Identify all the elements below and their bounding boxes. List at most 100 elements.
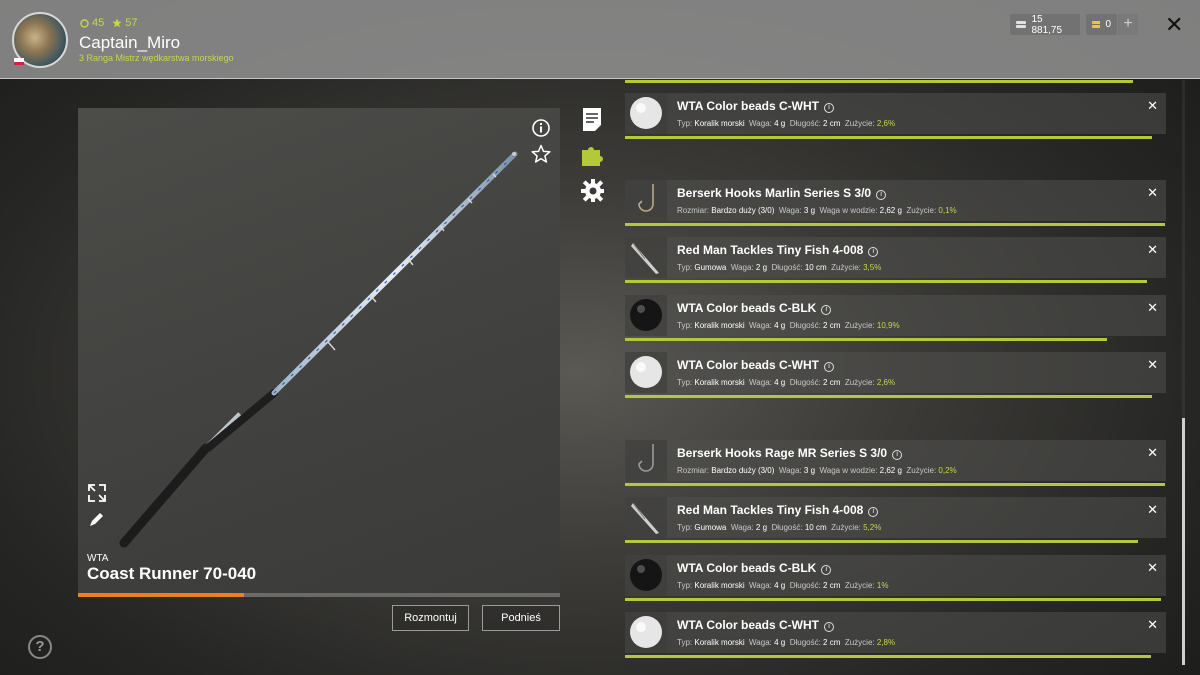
detail-label: Długość: — [789, 581, 821, 590]
item-info-icon[interactable]: i — [821, 565, 832, 575]
coin-stat: 45 — [80, 17, 104, 29]
remove-item-icon[interactable]: ✕ — [1147, 502, 1158, 517]
wear-value: 5,2% — [863, 523, 882, 532]
lift-button[interactable]: Podnieś — [482, 605, 560, 631]
item-thumbnail — [625, 497, 667, 538]
detail-value: Gumowa — [694, 523, 727, 532]
item-info-icon[interactable]: i — [868, 507, 879, 517]
wear-label: Zużycie: — [844, 638, 875, 647]
info-icon[interactable] — [531, 118, 551, 138]
item-name-text: WTA Color beads C-WHT — [677, 99, 819, 113]
list-scrollbar-thumb[interactable] — [1182, 418, 1185, 665]
detail-label: Typ: — [677, 378, 693, 387]
detail-label: Długość: — [771, 263, 803, 272]
detail-label: Waga: — [730, 523, 754, 532]
item-info-icon[interactable]: i — [892, 450, 903, 460]
detail-value: 2 g — [755, 263, 768, 272]
detail-value: 4 g — [774, 119, 786, 128]
player-header: 45 57 Captain_Miro 3 Ranga Mistrz wędkar… — [0, 0, 1200, 79]
item-wear-bar — [625, 655, 1151, 658]
star-count: 57 — [125, 17, 138, 29]
wear-label: Zużycie: — [906, 466, 937, 475]
settings-gear-icon[interactable] — [580, 178, 604, 202]
top-wear-bar — [625, 80, 1133, 83]
detail-label: Waga: — [778, 466, 802, 475]
lure-icon — [631, 242, 659, 274]
close-icon[interactable]: ✕ — [1165, 12, 1184, 37]
white-bead-icon — [630, 97, 662, 129]
remove-item-icon[interactable]: ✕ — [1147, 300, 1158, 315]
item-details: Typ: Koralik morski Waga: 4 g Długość: 2… — [677, 581, 888, 590]
item-info-icon[interactable]: i — [823, 103, 834, 113]
black-bead-icon — [630, 559, 662, 591]
player-stats: 45 57 — [80, 17, 138, 29]
item-details: Typ: Koralik morski Waga: 4 g Długość: 2… — [677, 321, 900, 330]
wear-label: Zużycie: — [831, 523, 861, 532]
detail-value: Koralik morski — [694, 378, 745, 387]
favorite-star-icon[interactable] — [531, 144, 551, 164]
remove-item-icon[interactable]: ✕ — [1147, 617, 1158, 632]
item-info-icon[interactable]: i — [821, 305, 832, 315]
item-info-icon[interactable]: i — [868, 247, 879, 257]
item-info-icon[interactable]: i — [823, 362, 834, 372]
item-name-text: WTA Color beads C-BLK — [677, 301, 817, 315]
rod-wear-progress-fill — [78, 593, 245, 597]
remove-item-icon[interactable]: ✕ — [1147, 98, 1158, 113]
detail-label: Typ: — [677, 523, 693, 532]
remove-item-icon[interactable]: ✕ — [1147, 185, 1158, 200]
silver-coins-icon — [1016, 20, 1026, 28]
remove-item-icon[interactable]: ✕ — [1147, 560, 1158, 575]
rod-brand: WTA — [87, 553, 109, 564]
item-thumbnail — [625, 352, 667, 393]
remove-item-icon[interactable]: ✕ — [1147, 242, 1158, 257]
detail-label: Długość: — [789, 119, 821, 128]
hook-icon — [638, 184, 654, 212]
add-gold-button[interactable]: + — [1118, 14, 1138, 35]
list-scrollbar-track[interactable] — [1182, 80, 1185, 665]
wear-value: 0,2% — [938, 466, 957, 475]
item-info-icon[interactable]: i — [823, 622, 834, 632]
item-details: Typ: Koralik morski Waga: 4 g Długość: 2… — [677, 119, 895, 128]
item-info-icon[interactable]: i — [876, 190, 887, 200]
detail-value: 2 cm — [823, 378, 841, 387]
detail-label: Długość: — [789, 378, 821, 387]
remove-item-icon[interactable]: ✕ — [1147, 357, 1158, 372]
item-name-text: WTA Color beads C-WHT — [677, 618, 819, 632]
item-wear-bar — [625, 280, 1148, 283]
detail-value: Koralik morski — [694, 119, 745, 128]
detail-value: 3 g — [803, 206, 816, 215]
disassemble-button[interactable]: Rozmontuj — [392, 605, 469, 631]
help-icon[interactable]: ? — [28, 635, 52, 659]
white-bead-icon — [630, 356, 662, 388]
detail-value: 3 g — [803, 466, 816, 475]
gold-coins-icon — [1092, 20, 1101, 28]
remove-item-icon[interactable]: ✕ — [1147, 445, 1158, 460]
item-thumbnail — [625, 555, 667, 596]
detail-value: 2 cm — [823, 581, 841, 590]
item-name: WTA Color beads C-BLK i — [677, 301, 832, 315]
notes-icon[interactable] — [580, 107, 604, 131]
detail-label: Rozmiar: — [677, 466, 710, 475]
puzzle-tackle-icon[interactable] — [580, 142, 604, 166]
detail-value: 2,62 g — [879, 466, 902, 475]
detail-label: Waga: — [749, 119, 772, 128]
item-thumbnail — [625, 440, 667, 481]
expand-icon[interactable] — [87, 483, 107, 503]
rod-wear-progress — [78, 593, 560, 597]
item-name-text: WTA Color beads C-WHT — [677, 358, 819, 372]
wear-value: 2,8% — [876, 638, 896, 647]
edit-pencil-icon[interactable] — [87, 509, 107, 529]
silver-amount: 15 881,75 — [1031, 13, 1063, 36]
